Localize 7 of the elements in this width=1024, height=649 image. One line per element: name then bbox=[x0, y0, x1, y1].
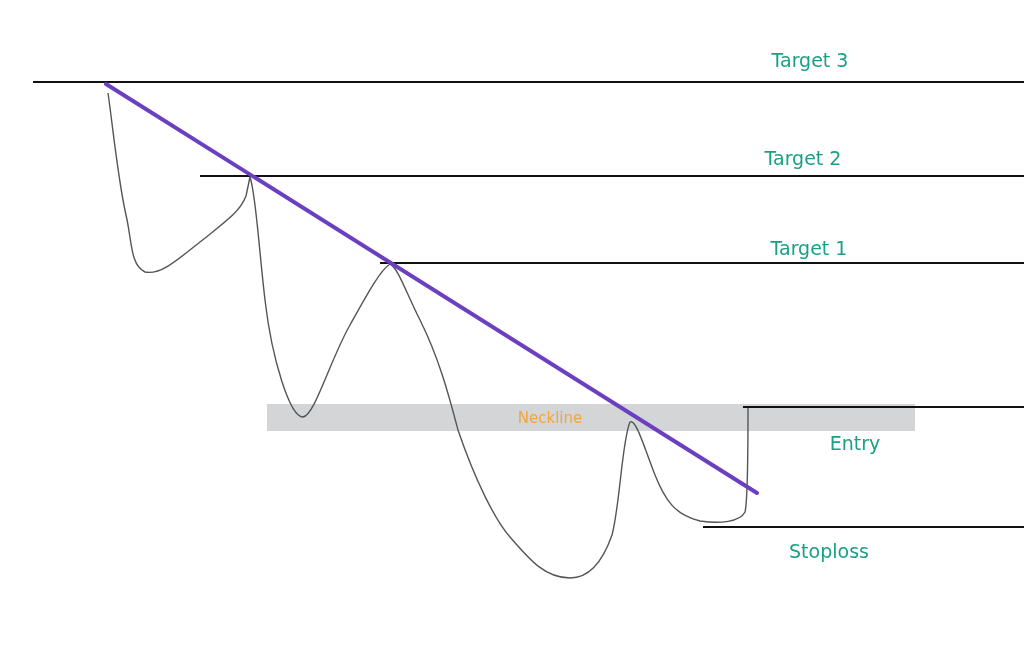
level-label: Stoploss bbox=[789, 539, 869, 563]
level-label: Entry bbox=[829, 431, 881, 455]
level-label: Target 1 bbox=[770, 236, 848, 260]
level-label: Target 2 bbox=[764, 146, 842, 170]
zone-label: Neckline bbox=[517, 408, 583, 427]
neckline-zone bbox=[267, 404, 915, 431]
level-label: Target 3 bbox=[771, 48, 849, 72]
